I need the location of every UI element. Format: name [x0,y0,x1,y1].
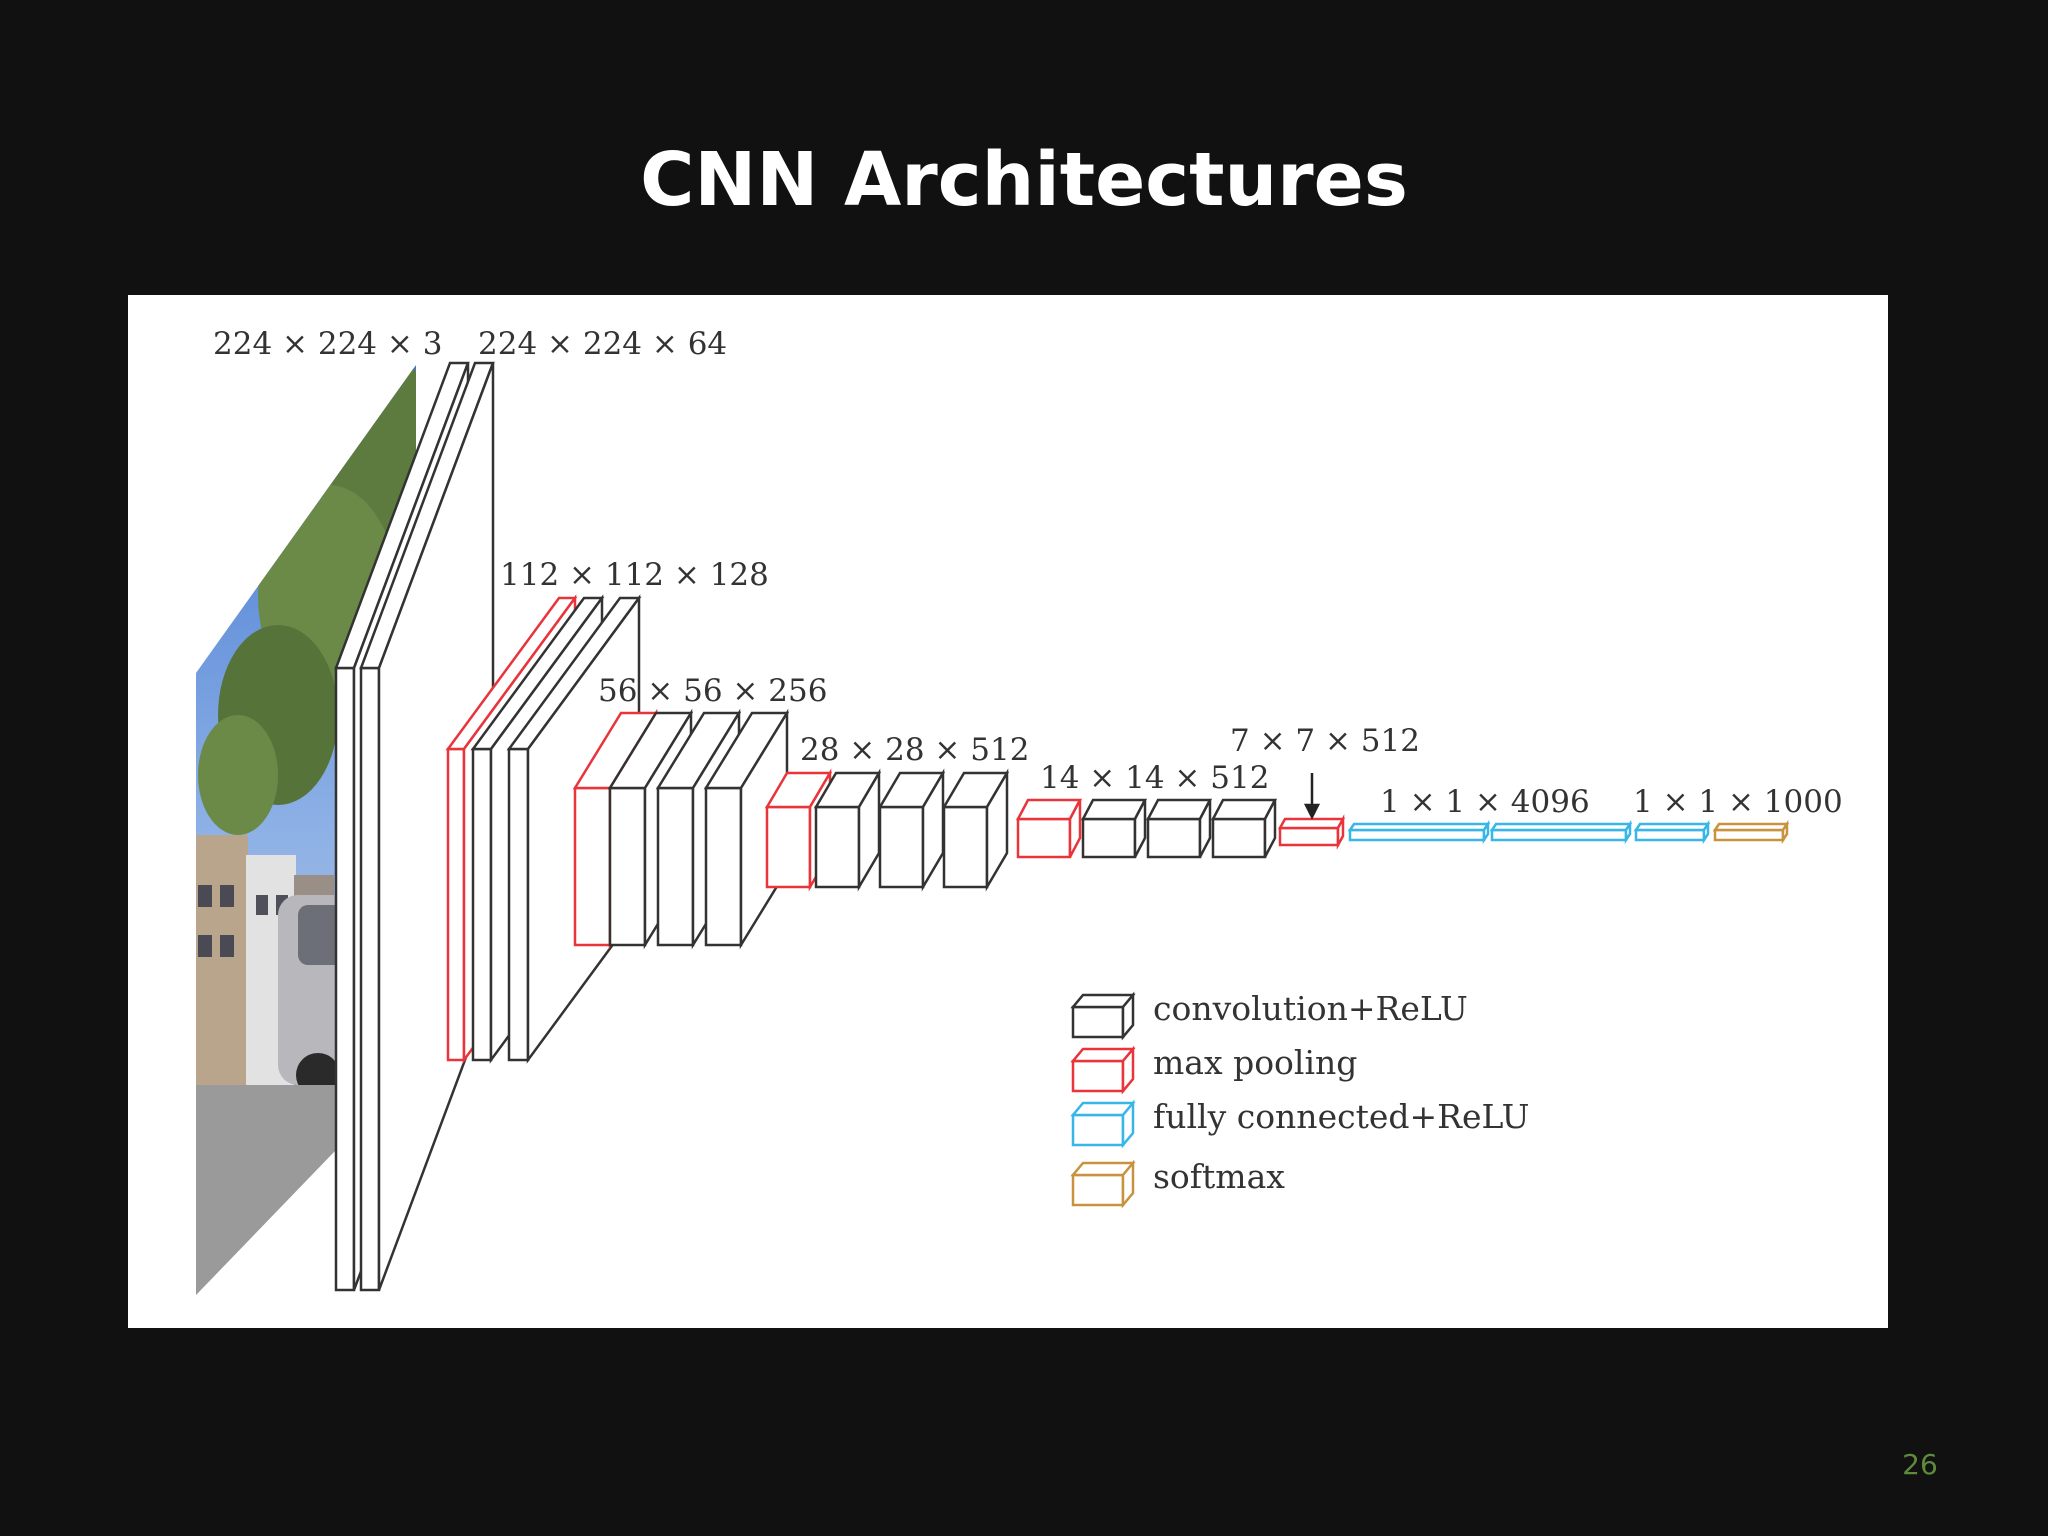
conv-layer [359,361,495,1292]
dim-label-block5: 14 × 14 × 512 [1040,760,1269,796]
pool5-arrow [1303,773,1321,820]
conv-layer [877,768,946,892]
conv-layer [1080,798,1148,859]
architecture-figure: 224 × 224 × 3 224 × 224 × 64 112 × 112 ×… [128,295,1888,1328]
legend-label-conv: convolution+ReLU [1153,989,1468,1028]
slide-title: CNN Architectures [640,137,1408,223]
dim-label-block4: 28 × 28 × 512 [800,732,1029,768]
dim-label-block2: 112 × 112 × 128 [500,557,769,593]
legend: convolution+ReLU max pooling fully conne… [1070,989,1529,1209]
dim-label-block1: 224 × 224 × 64 [478,326,727,362]
legend-label-fc: fully connected+ReLU [1153,1097,1529,1136]
block5-layers [1015,798,1278,859]
dim-label-pool5: 7 × 7 × 512 [1230,723,1420,759]
dim-label-fc: 1 × 1 × 4096 [1380,784,1590,820]
conv-layer [1210,798,1278,859]
dim-label-input: 224 × 224 × 3 [213,326,442,362]
block4-layers [764,768,1010,892]
conv-layer [1145,798,1213,859]
dim-label-block3: 56 × 56 × 256 [598,673,827,709]
dim-label-output: 1 × 1 × 1000 [1633,784,1843,820]
legend-swatch-pool [1070,1045,1136,1095]
legend-swatch-softmax [1070,1159,1136,1209]
page-number: 26 [1902,1448,1938,1481]
softmax-layer [1712,819,1790,845]
fc-layers [1347,819,1711,845]
pool-layer [1015,798,1083,859]
conv-layer [813,768,882,892]
legend-swatch-conv [1070,991,1136,1041]
fc-layer [1633,819,1711,845]
block1-conv-layers [334,361,495,1292]
legend-swatch-fc [1070,1099,1136,1149]
fc-layer [1489,819,1633,845]
pool5-layer [1277,814,1346,850]
legend-label-pool: max pooling [1153,1043,1357,1082]
legend-label-softmax: softmax [1153,1157,1285,1196]
vgg-architecture-diagram: 224 × 224 × 3 224 × 224 × 64 112 × 112 ×… [196,326,1843,1295]
conv-layer [941,768,1010,892]
block3-layers [572,708,790,950]
fc-layer [1347,819,1491,845]
